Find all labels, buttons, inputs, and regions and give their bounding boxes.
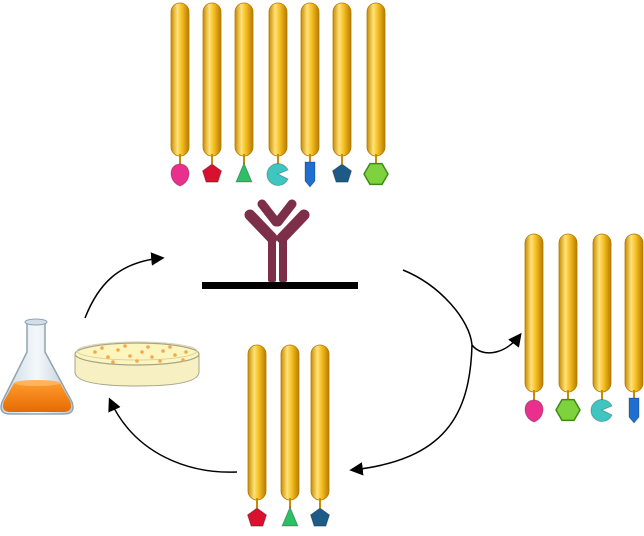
colony-dot	[116, 348, 120, 352]
phage-particle	[524, 233, 544, 423]
phage-body	[202, 2, 222, 157]
phage-particle	[300, 2, 320, 188]
phage-body	[366, 2, 386, 157]
colony-dot	[128, 354, 132, 358]
phage-particle	[266, 2, 289, 186]
eluted-phages	[246, 344, 331, 527]
navy-pentagon-peptide-icon	[331, 163, 353, 183]
green-hexagon-peptide-icon	[363, 162, 389, 186]
phage-particle	[280, 344, 300, 527]
phage-body	[624, 233, 644, 393]
phage-body	[332, 2, 352, 157]
phage-body	[310, 344, 330, 501]
phage-particle	[234, 2, 254, 183]
arrow-eluted-to-amplify	[108, 397, 238, 473]
phage-particle	[590, 233, 613, 422]
phage-body	[300, 2, 320, 157]
phage-particle	[201, 2, 223, 183]
colony-dot	[158, 359, 162, 363]
culture-flask	[0, 318, 74, 415]
colony-dot	[111, 360, 115, 364]
colony-dot	[161, 349, 165, 353]
colony-dot	[106, 355, 110, 359]
phage-body	[558, 233, 578, 393]
green-hexagon-peptide-icon	[555, 398, 581, 422]
phage-body	[234, 2, 254, 157]
phage-particle	[170, 2, 190, 187]
antibody-target	[244, 199, 310, 282]
colony-dot	[168, 345, 172, 349]
blue-rectangle-peptide-icon	[628, 397, 640, 424]
immobilization-surface	[202, 282, 358, 289]
colony-dot	[146, 345, 150, 349]
phage-body	[280, 344, 300, 501]
colony-dot	[93, 350, 97, 354]
colony-dot	[123, 344, 127, 348]
phage-particle	[331, 2, 353, 183]
colony-dot	[184, 350, 188, 354]
petri-dish	[74, 341, 200, 387]
colony-dot	[181, 358, 185, 362]
green-triangle-peptide-icon	[281, 505, 299, 527]
phage-particle	[624, 233, 644, 424]
green-triangle-peptide-icon	[235, 161, 253, 183]
teal-pacman-peptide-icon	[590, 399, 613, 422]
navy-pentagon-peptide-icon	[309, 507, 331, 527]
arrow-surface-to-unbound	[402, 269, 522, 354]
pink-drop-peptide-icon	[170, 163, 190, 187]
teal-pacman-peptide-icon	[266, 163, 289, 186]
phage-particle	[309, 344, 331, 527]
phage-particle	[555, 233, 581, 422]
phage-body	[170, 2, 190, 157]
phage-body	[592, 233, 612, 393]
phage-particle	[246, 344, 268, 527]
colony-dot	[173, 353, 177, 357]
phage-body	[247, 344, 267, 501]
unbound-phages	[524, 233, 644, 424]
colony-dot	[150, 355, 154, 359]
colony-dot	[135, 359, 139, 363]
phage-particle	[363, 2, 389, 186]
arrow-amplify-to-library	[84, 252, 165, 319]
colony-dot	[140, 350, 144, 354]
phage-library	[170, 2, 389, 188]
blue-rectangle-peptide-icon	[304, 161, 316, 188]
phage-body	[268, 2, 288, 157]
phage-body	[524, 233, 544, 393]
red-pentagon-peptide-icon	[246, 507, 268, 527]
arrow-surface-to-eluted	[349, 344, 473, 476]
pink-drop-peptide-icon	[524, 399, 544, 423]
red-pentagon-peptide-icon	[201, 163, 223, 183]
colony-dot	[100, 346, 104, 350]
